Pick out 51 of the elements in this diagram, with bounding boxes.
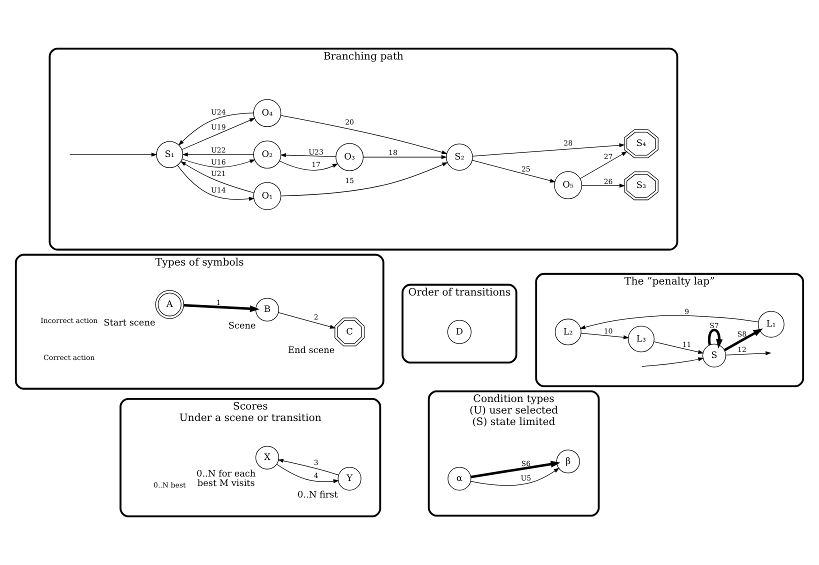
node-circle: L₃ — [628, 326, 654, 352]
arrow — [279, 160, 338, 171]
arrow — [182, 158, 256, 168]
node-label: Start scene — [104, 318, 156, 329]
node-circle: A — [155, 290, 184, 319]
arrow — [70, 152, 158, 157]
node-circle: Y — [338, 466, 362, 490]
arrow — [654, 341, 704, 354]
arrow — [580, 332, 630, 340]
node-label: Scene — [228, 321, 256, 332]
node-circle: O₂ — [253, 140, 282, 169]
arrow — [180, 161, 254, 194]
node-circle: B — [255, 298, 280, 322]
arrow — [472, 160, 556, 183]
arrow — [580, 151, 628, 179]
node-label: 0..N first — [297, 490, 338, 500]
arrow — [470, 468, 560, 486]
arrow — [182, 118, 256, 150]
arrow — [642, 357, 704, 367]
arrow — [470, 460, 560, 478]
node-label: End scene — [288, 346, 335, 356]
arrow — [178, 112, 254, 146]
arrow — [362, 155, 448, 160]
arrow — [278, 312, 336, 329]
arrow — [472, 143, 626, 156]
node-circle: O₃ — [336, 143, 364, 172]
node-circle: S — [702, 344, 726, 368]
node-circle: α — [448, 466, 472, 490]
arrow — [278, 458, 339, 476]
node-label: 0..N for each best M visits — [196, 469, 256, 489]
arrow — [280, 115, 448, 154]
arrow — [280, 153, 336, 158]
node-circle: β — [556, 450, 580, 474]
arrow — [177, 165, 255, 201]
arrow — [582, 184, 626, 188]
arrow — [184, 304, 260, 312]
node-circle: D — [447, 320, 472, 344]
node-circle: O₄ — [253, 99, 282, 128]
node-circle: O₁ — [253, 182, 282, 210]
arrow — [580, 315, 759, 330]
node-circle: O₅ — [554, 171, 582, 200]
arrow — [726, 351, 772, 356]
arrow — [280, 162, 448, 196]
arrow — [708, 328, 723, 349]
node-circle: L₁ — [758, 311, 784, 338]
node-circle: X — [255, 446, 280, 470]
node-circle: S₂ — [446, 144, 473, 171]
node-circle: L₂ — [554, 318, 582, 346]
arrow — [182, 152, 254, 157]
arrow — [724, 328, 763, 352]
arrow — [276, 464, 340, 484]
